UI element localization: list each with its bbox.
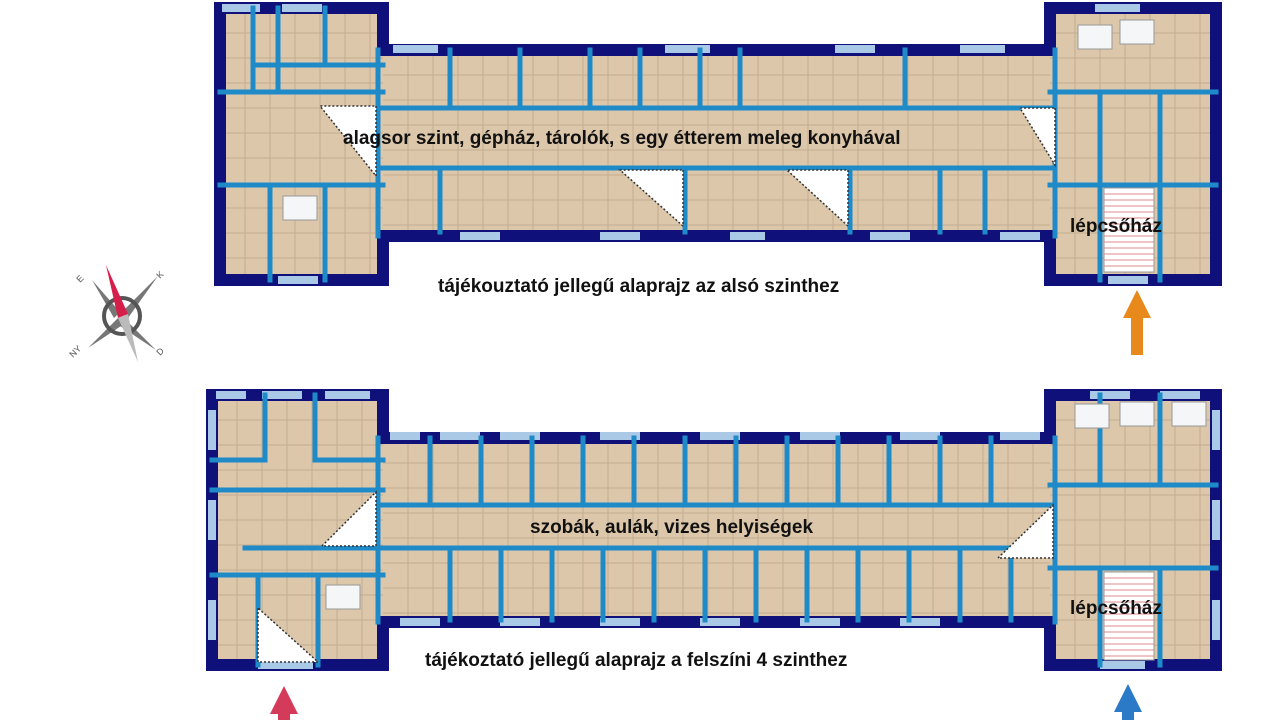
window: [800, 432, 840, 440]
window: [870, 232, 910, 240]
top-stair-label: lépcsőház: [1070, 216, 1162, 237]
outer-wall: [214, 2, 1222, 286]
window: [216, 391, 246, 399]
window: [208, 500, 216, 540]
window: [258, 661, 313, 669]
compass-icon: E K D NY: [67, 265, 166, 362]
top-caption: tájékouztató jellegű alaprajz az alsó sz…: [438, 276, 840, 297]
window: [600, 618, 640, 626]
compass-letter-s: D: [154, 345, 166, 357]
window: [800, 618, 840, 626]
window: [1108, 276, 1148, 284]
window: [460, 232, 500, 240]
entrance-arrow-icon: [1114, 684, 1142, 720]
window: [600, 232, 640, 240]
compass-letter-e: K: [154, 269, 165, 280]
window: [1100, 661, 1145, 669]
window: [440, 432, 480, 440]
window: [325, 391, 370, 399]
door-swing: [1018, 107, 1056, 168]
window: [1000, 232, 1040, 240]
entrance-arrow-icon: [1123, 290, 1151, 355]
compass-needle-south: [118, 314, 138, 362]
bottom-caption: tájékoztató jellegű alaprajz a felszíni …: [425, 650, 848, 671]
window: [835, 45, 875, 53]
compass-letter-n: E: [74, 273, 85, 284]
door-swing: [618, 169, 684, 228]
window: [730, 232, 765, 240]
window: [665, 45, 710, 53]
compass-ray: [92, 280, 120, 318]
window: [1212, 500, 1220, 540]
sanitary-fixture-icon: [1171, 401, 1207, 427]
compass-ray: [122, 276, 158, 318]
window: [208, 600, 216, 640]
window: [900, 618, 940, 626]
compass-ray: [88, 318, 124, 348]
window: [262, 391, 302, 399]
outer-wall: [206, 389, 1222, 671]
window: [400, 618, 440, 626]
sanitary-fixture-icon: [1119, 401, 1155, 427]
window: [282, 4, 322, 12]
window: [700, 432, 740, 440]
window: [1000, 432, 1040, 440]
window: [500, 432, 540, 440]
door-swing: [318, 105, 377, 179]
top-room-label: alagsor szint, gépház, tárolók, s egy ét…: [343, 128, 901, 149]
window: [900, 432, 940, 440]
sanitary-fixture-icon: [325, 584, 361, 610]
compass-needle-north: [106, 265, 128, 318]
window: [1090, 391, 1130, 399]
door-swing: [785, 169, 849, 228]
window: [500, 618, 540, 626]
sanitary-fixture-icon: [282, 195, 318, 221]
staircase: [1103, 571, 1155, 661]
window: [222, 4, 260, 12]
window: [208, 410, 216, 450]
sanitary-fixture-icon: [1077, 24, 1113, 50]
door-swing: [996, 503, 1054, 559]
window: [600, 432, 640, 440]
bottom-room-label: szobák, aulák, vizes helyiségek: [530, 517, 814, 538]
window: [278, 276, 318, 284]
window: [1160, 391, 1200, 399]
window: [393, 45, 438, 53]
compass-ring: [102, 296, 142, 336]
entrance-arrow-icon: [270, 686, 298, 720]
bottom-stair-label: lépcsőház: [1070, 598, 1162, 619]
compass-letter-w: NY: [67, 343, 83, 359]
window: [960, 45, 1005, 53]
door-swing: [257, 606, 320, 663]
window: [1212, 410, 1220, 450]
sanitary-fixture-icon: [1119, 19, 1155, 45]
sanitary-fixture-icon: [1074, 403, 1110, 429]
door-swing: [320, 490, 377, 547]
window: [390, 432, 420, 440]
window: [1212, 600, 1220, 640]
window: [700, 618, 740, 626]
window: [1095, 4, 1140, 12]
